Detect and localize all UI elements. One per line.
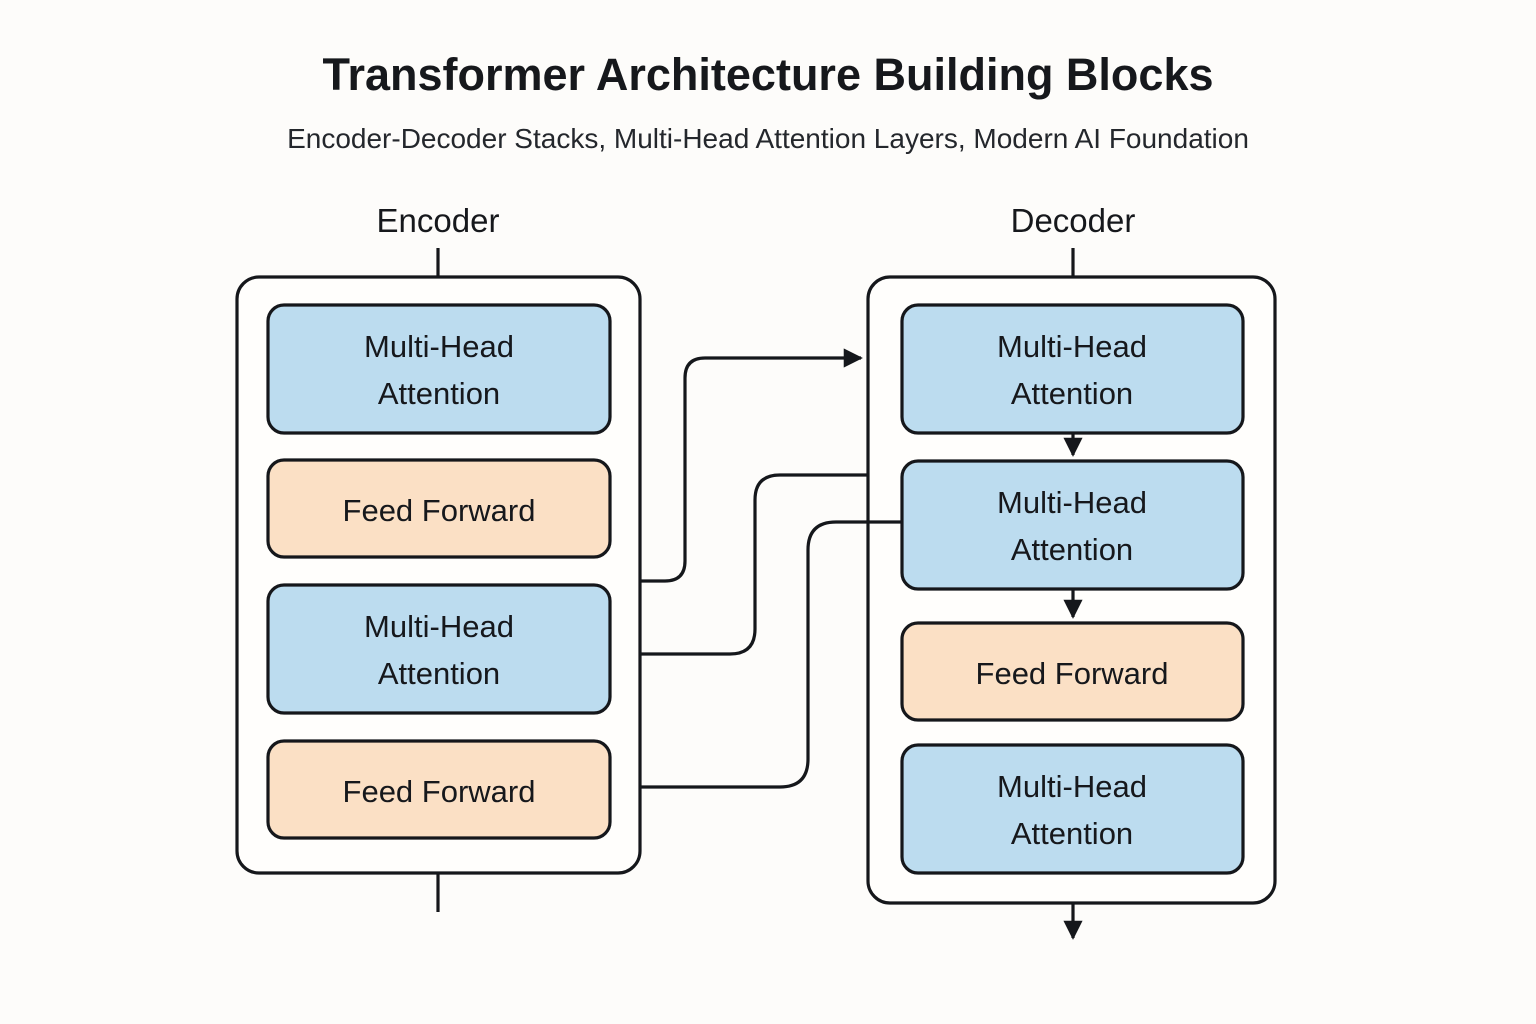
- dec-block-4-label-line-2: Attention: [1011, 816, 1133, 851]
- enc-to-dec-connector-1: [640, 348, 863, 583]
- enc-to-dec-connector-2: [640, 473, 868, 656]
- enc-block-2-label: Feed Forward: [343, 493, 536, 528]
- dec-block-4-label-line-1: Multi-Head: [997, 769, 1147, 804]
- enc-block-2[interactable]: [266, 458, 612, 559]
- enc-block-1[interactable]: [266, 303, 612, 435]
- dec-block-3-label: Feed Forward: [976, 656, 1169, 691]
- dec-block-2-label-line-2: Attention: [1011, 532, 1133, 567]
- enc-block-3-label-line-2: Attention: [378, 656, 500, 691]
- enc-block-3-label-line-1: Multi-Head: [364, 609, 514, 644]
- page-title: Transformer Architecture Building Blocks: [322, 49, 1213, 100]
- page-subtitle: Encoder-Decoder Stacks, Multi-Head Atten…: [287, 123, 1249, 154]
- dec-block-1-label-line-2: Attention: [1011, 376, 1133, 411]
- decoder-stack-label: Decoder: [1011, 202, 1136, 239]
- dec-block-2-label-line-1: Multi-Head: [997, 485, 1147, 520]
- dec-block-4[interactable]: [900, 743, 1245, 875]
- enc-block-4-label: Feed Forward: [343, 774, 536, 809]
- dec-block-3[interactable]: [900, 621, 1245, 722]
- dec-block-1[interactable]: [900, 303, 1245, 435]
- enc-to-dec-connector-3: [640, 520, 902, 789]
- enc-block-3[interactable]: [266, 583, 612, 715]
- dec-block-1-label-line-1: Multi-Head: [997, 329, 1147, 364]
- enc-block-1-label-line-1: Multi-Head: [364, 329, 514, 364]
- enc-block-1-label-line-2: Attention: [378, 376, 500, 411]
- dec-block-2[interactable]: [900, 459, 1245, 591]
- encoder-stack-label: Encoder: [377, 202, 500, 239]
- enc-block-4[interactable]: [266, 739, 612, 840]
